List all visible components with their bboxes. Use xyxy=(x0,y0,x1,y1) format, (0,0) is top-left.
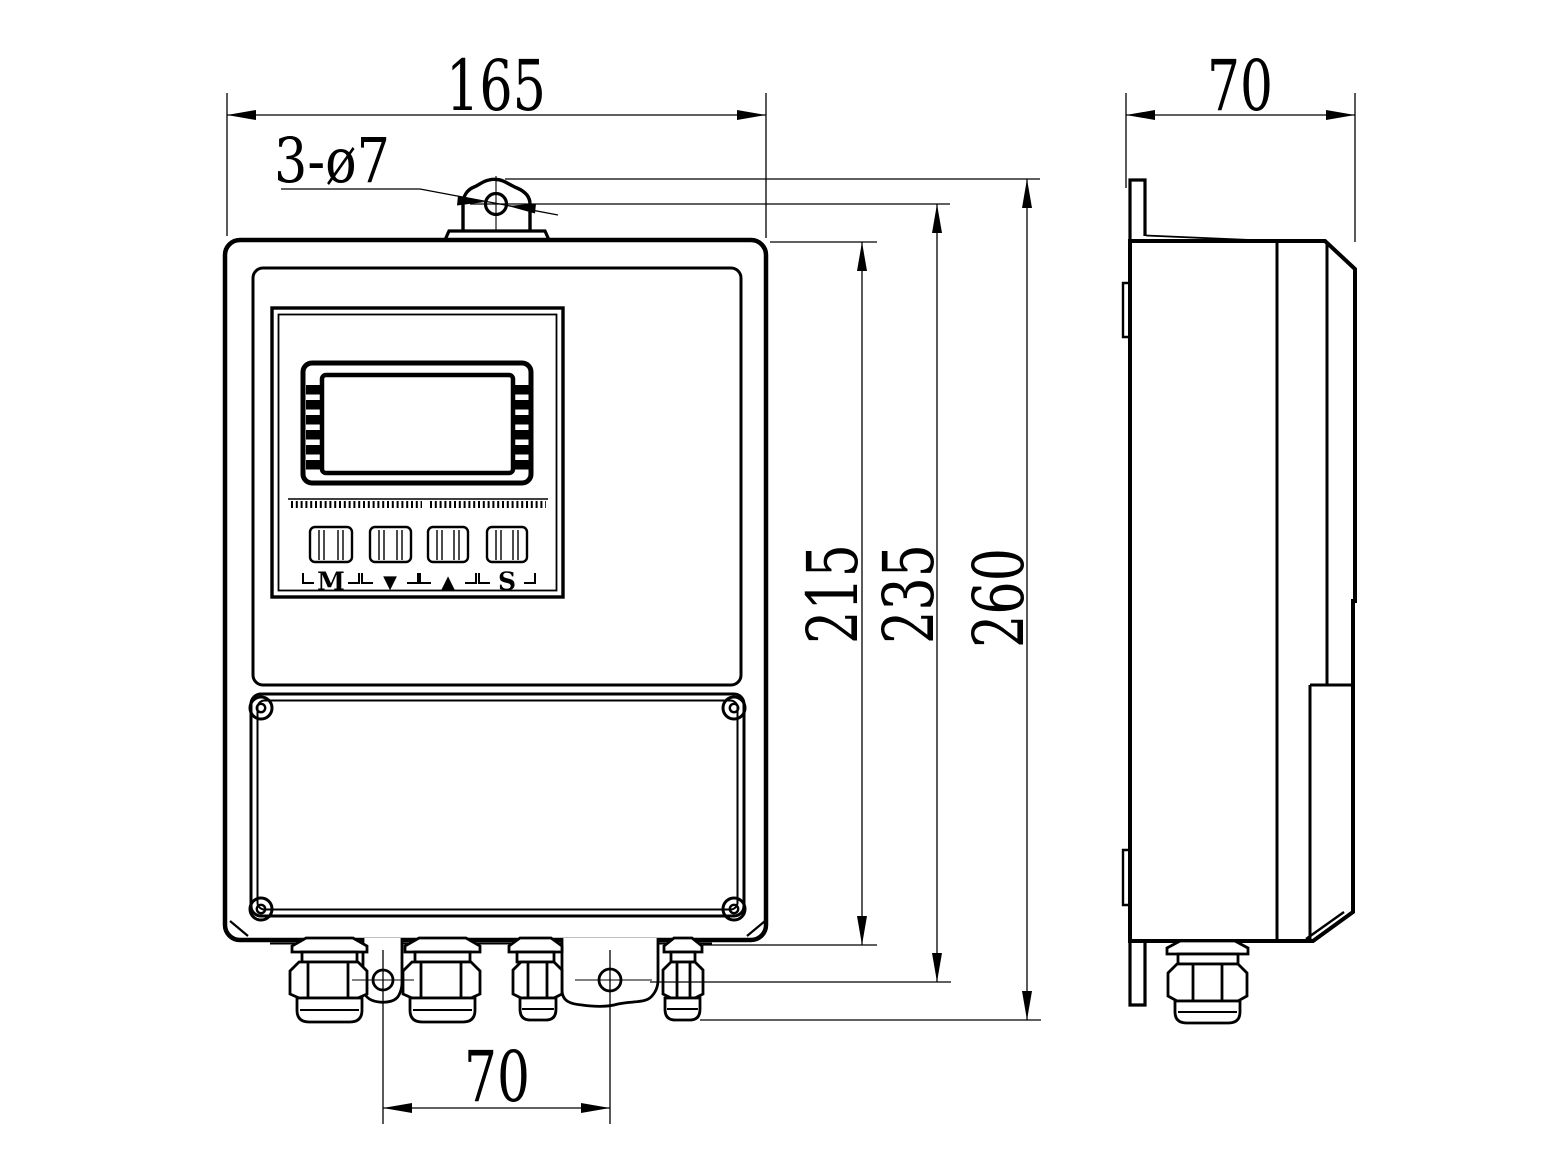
button-bracket-marks xyxy=(302,573,536,584)
dim-hole-span-vertical: 235 xyxy=(868,544,950,644)
wall-bracket-bottom xyxy=(1128,941,1147,1007)
keypad-button-m xyxy=(308,525,354,564)
lcd-screen xyxy=(319,372,516,476)
keypad-button-down xyxy=(368,525,413,564)
zebra-strip-right xyxy=(514,385,529,470)
button-ridges xyxy=(436,530,460,560)
terminal-cover-inner xyxy=(256,699,739,911)
dim-body-height: 215 xyxy=(792,544,874,644)
cable-gland-2 xyxy=(401,936,482,1024)
button-ridges xyxy=(495,530,519,560)
button-ridges xyxy=(318,530,344,560)
dim-overall-height: 260 xyxy=(958,548,1040,648)
extension-lines xyxy=(226,93,1356,1124)
display-frame xyxy=(300,360,534,486)
keypad-button-up xyxy=(426,525,470,564)
bezel-outer xyxy=(270,306,565,599)
display-bezel xyxy=(270,306,565,599)
wall-bracket-top xyxy=(1128,178,1147,241)
button-label-m: M xyxy=(317,567,345,596)
button-label-down: ▼ xyxy=(383,572,397,593)
side-body-outline xyxy=(1128,239,1357,943)
body-outline xyxy=(222,237,769,943)
dim-front-width: 165 xyxy=(446,45,546,127)
cable-gland-side xyxy=(1165,939,1250,1025)
dimension-arrowheads xyxy=(227,110,1355,1113)
wall-standoff-lower xyxy=(1121,848,1130,907)
dim-hole-callout: 3-ø7 xyxy=(274,124,390,197)
button-ridges xyxy=(378,530,403,560)
bezel-inner xyxy=(277,313,558,592)
zebra-strip-left xyxy=(306,385,321,470)
dimension-annotations: 165 70 3-ø7 215 235 260 70 xyxy=(226,45,1356,1124)
side-view xyxy=(1121,178,1357,1025)
button-label-s: S xyxy=(498,567,516,596)
corner-brace-right xyxy=(746,920,766,937)
front-view: M ▼ ▲ S xyxy=(222,176,769,1024)
wall-standoff-upper xyxy=(1121,281,1130,339)
dim-bottom-hole-span: 70 xyxy=(464,1036,530,1118)
keypad xyxy=(302,525,536,584)
button-label-up: ▲ xyxy=(441,572,455,593)
cable-gland-3 xyxy=(507,936,564,1022)
mounting-tab-base xyxy=(443,229,551,241)
dim-side-depth: 70 xyxy=(1207,45,1273,127)
cable-gland-1 xyxy=(288,936,369,1024)
dimension-lines xyxy=(227,114,1355,1109)
keypad-button-s xyxy=(485,525,529,564)
bottom-chamfer-inner xyxy=(1305,911,1345,940)
terminal-cover-outer xyxy=(249,692,746,918)
top-slope-line xyxy=(1145,234,1273,242)
bottom-fittings xyxy=(270,936,712,1024)
door-panel xyxy=(251,266,743,687)
corner-brace-left xyxy=(229,920,249,937)
terminal-cover xyxy=(229,692,766,937)
cable-gland-4 xyxy=(661,936,705,1022)
cover-screws xyxy=(248,695,747,922)
